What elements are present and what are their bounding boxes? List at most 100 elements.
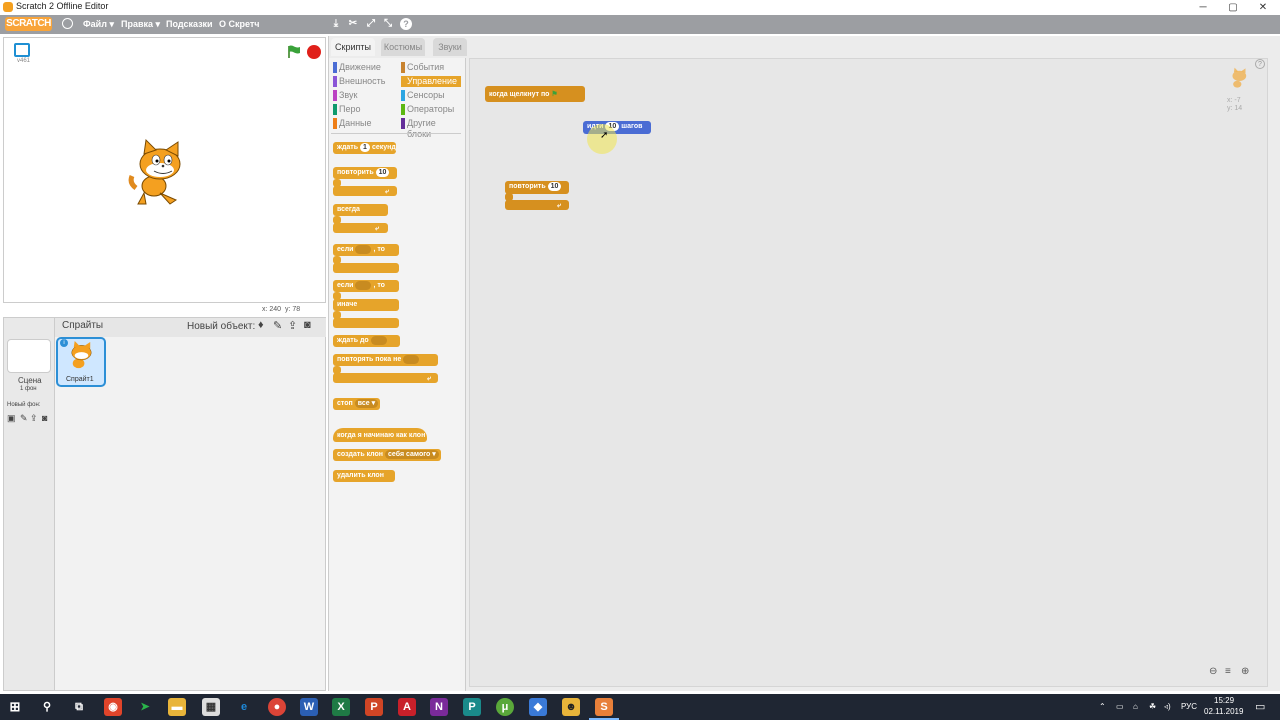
volume-icon[interactable]: ◃) — [1164, 702, 1171, 711]
category-6[interactable]: Перо — [333, 104, 393, 115]
upload-sprite-icon[interactable]: ⇪ — [288, 320, 298, 332]
category-4[interactable]: Звук — [333, 90, 393, 101]
clock-time[interactable]: 15:29 — [1214, 696, 1235, 705]
stage[interactable]: v461 — [3, 37, 326, 303]
sprites-header — [55, 318, 326, 337]
delete-tool-icon[interactable]: ✂ — [348, 18, 358, 29]
tab-scripts[interactable]: Скрипты — [331, 38, 375, 56]
grow-tool-icon[interactable]: ⤢ — [367, 18, 375, 29]
notifications-icon[interactable]: ▭ — [1255, 701, 1266, 713]
title-bar: Scratch 2 Offline Editor ─ ▢ ✕ — [0, 0, 1280, 15]
tray-icon-3[interactable]: ☘ — [1149, 702, 1157, 711]
onenote-icon[interactable]: N — [430, 698, 448, 716]
stop-icon[interactable] — [307, 45, 321, 59]
camera-sprite-icon[interactable]: ◙ — [304, 319, 311, 331]
zoom-reset-icon[interactable]: ≡ — [1225, 666, 1231, 677]
scratch-taskbar-icon[interactable]: S — [595, 698, 613, 716]
shrink-tool-icon[interactable]: ⤡ — [384, 18, 392, 29]
block-if-else[interactable]: если , то — [333, 280, 399, 292]
calculator-icon[interactable]: ▦ — [202, 698, 220, 716]
new-backdrop-label: Новый фон: — [7, 402, 41, 408]
publisher-icon[interactable]: P — [463, 698, 481, 716]
category-0[interactable]: Движение — [333, 62, 393, 73]
info-icon[interactable]: i — [60, 339, 68, 347]
app-icon-2[interactable]: ➤ — [140, 701, 150, 713]
powerpoint-icon[interactable]: P — [365, 698, 383, 716]
word-icon[interactable]: W — [300, 698, 318, 716]
app-icon-4[interactable]: ☻ — [562, 698, 580, 716]
backdrop-image-icon[interactable]: ▣ — [7, 413, 16, 423]
zoom-out-icon[interactable]: ⊖ — [1209, 666, 1218, 677]
excel-icon[interactable]: X — [332, 698, 350, 716]
taskbar: ⊞ ⚲ ⧉ ◉ ➤ ▬ ▦ e ● W X P A N P μ ◆ ☻ S ⌃ … — [0, 694, 1280, 720]
category-1[interactable]: События — [401, 62, 461, 73]
chrome-icon[interactable]: ● — [268, 698, 286, 716]
block-forever[interactable]: всегда — [333, 204, 388, 216]
tray-chevron-icon[interactable]: ⌃ — [1099, 702, 1106, 711]
maximize-button[interactable]: ▢ — [1228, 2, 1238, 13]
sprite-thumbnail[interactable]: i Спрайт1 — [56, 337, 106, 387]
app-icon — [3, 2, 13, 12]
backdrop-camera-icon[interactable]: ◙ — [42, 413, 48, 423]
tray-icon-1[interactable]: ▭ — [1116, 702, 1124, 711]
green-flag-icon[interactable] — [287, 45, 301, 58]
category-9[interactable]: Другие блоки — [401, 118, 461, 139]
menu-file[interactable]: Файл ▾ — [83, 19, 114, 29]
category-5[interactable]: Сенсоры — [401, 90, 461, 101]
menu-tips[interactable]: Подсказки — [166, 19, 213, 29]
backdrop-upload-icon[interactable]: ⇪ — [30, 413, 38, 423]
block-delete-clone[interactable]: удалить клон — [333, 470, 395, 482]
block-if[interactable]: если , то — [333, 244, 399, 256]
script-area[interactable]: ? — [469, 58, 1268, 687]
block-when-clone-start[interactable]: когда я начинаю как клон — [333, 428, 428, 442]
edge-icon[interactable]: e — [240, 701, 248, 713]
app-icon-3[interactable]: ◆ — [529, 698, 547, 716]
menu-bar: SCRATCH Файл ▾ Правка ▾ Подсказки О Скре… — [0, 15, 1280, 34]
tab-costumes[interactable]: Костюмы — [381, 38, 425, 56]
search-icon[interactable]: ⚲ — [42, 701, 52, 713]
category-8[interactable]: Данные — [333, 118, 393, 129]
acrobat-icon[interactable]: A — [398, 698, 416, 716]
choose-sprite-icon[interactable]: ♦ — [258, 319, 264, 331]
coord-x: x: 240 — [262, 306, 282, 313]
scene-thumbnail[interactable] — [7, 339, 51, 373]
app-icon-1[interactable]: ◉ — [104, 698, 122, 716]
minimize-button[interactable]: ─ — [1199, 2, 1207, 13]
sprite-x: x: -7 — [1227, 97, 1241, 104]
file-explorer-icon[interactable]: ▬ — [168, 698, 186, 716]
cat-thumb-icon — [71, 340, 92, 369]
utorrent-icon[interactable]: μ — [496, 698, 514, 716]
help-tool-icon[interactable]: ? — [400, 18, 412, 30]
cursor-highlight — [587, 124, 617, 154]
task-view-icon[interactable]: ⧉ — [75, 701, 83, 713]
cat-sprite[interactable] — [124, 138, 194, 208]
scene-label: Сцена — [18, 376, 42, 385]
category-7[interactable]: Операторы — [401, 104, 461, 115]
windows-start-icon[interactable]: ⊞ — [9, 699, 21, 714]
duplicate-tool-icon[interactable]: ⤓ — [333, 18, 339, 29]
tray-icon-2[interactable]: ⌂ — [1133, 702, 1138, 711]
category-2[interactable]: Внешность — [333, 76, 393, 87]
menu-edit[interactable]: Правка ▾ — [121, 19, 161, 29]
tab-sounds[interactable]: Звуки — [433, 38, 467, 56]
language-globe-icon[interactable] — [62, 18, 73, 29]
paint-sprite-icon[interactable]: ✎ — [273, 320, 283, 332]
script-hat-green-flag[interactable]: когда щелкнут по ⚑ — [485, 86, 585, 102]
fullscreen-icon[interactable] — [14, 43, 30, 57]
clock-date[interactable]: 02.11.2019 — [1204, 707, 1244, 716]
scratch-logo[interactable]: SCRATCH — [5, 17, 52, 31]
zoom-in-icon[interactable]: ⊕ — [1241, 666, 1250, 677]
block-wait-until[interactable]: ждать до — [333, 335, 400, 347]
menu-about[interactable]: О Скретч — [219, 19, 260, 29]
close-button[interactable]: ✕ — [1258, 2, 1268, 13]
block-repeat-until[interactable]: повторять пока не — [333, 354, 438, 366]
input-language[interactable]: РУС — [1181, 702, 1198, 711]
help-icon[interactable]: ? — [1255, 59, 1265, 69]
category-3[interactable]: Управление — [401, 76, 461, 87]
backdrop-paint-icon[interactable]: ✎ — [20, 413, 28, 423]
